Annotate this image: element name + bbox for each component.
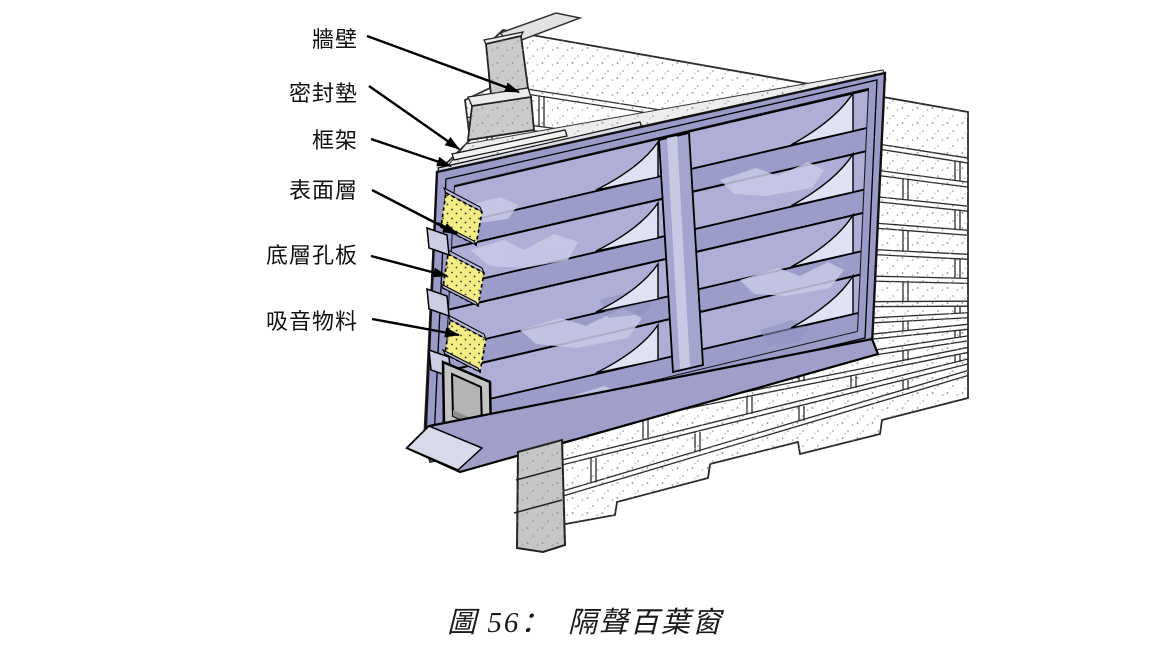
blade-end-caps-right	[790, 90, 854, 329]
callout-label-wall: 牆壁	[311, 27, 358, 52]
arrow-base-perforated-panel	[370, 254, 448, 278]
sill-ledge	[405, 425, 484, 471]
arrow-gasket	[368, 85, 460, 150]
sill	[405, 337, 880, 474]
blade-end-caps-left	[595, 139, 659, 374]
callout-label-gasket: 密封墊	[288, 81, 358, 106]
arrow-frame	[370, 137, 452, 168]
callout-label-frame: 框架	[311, 128, 358, 153]
arrow-surface-layer	[371, 188, 458, 236]
callout-label-sound-absorbing-material: 吸音物料	[265, 309, 358, 334]
arrow-wall	[366, 34, 520, 94]
acoustic-louver-unit	[405, 71, 887, 474]
cut-masonry-blocks	[466, 31, 535, 142]
mullion	[658, 131, 704, 374]
arrow-sound-absorbing-material	[371, 317, 460, 338]
figure-caption: 圖 56： 隔聲百葉窗	[447, 607, 723, 639]
callout-label-surface-layer: 表面層	[288, 178, 358, 203]
callout-label-base-perforated-panel: 底層孔板	[265, 243, 358, 268]
callout-arrows	[366, 34, 520, 338]
cut-masonry-column	[513, 438, 567, 554]
